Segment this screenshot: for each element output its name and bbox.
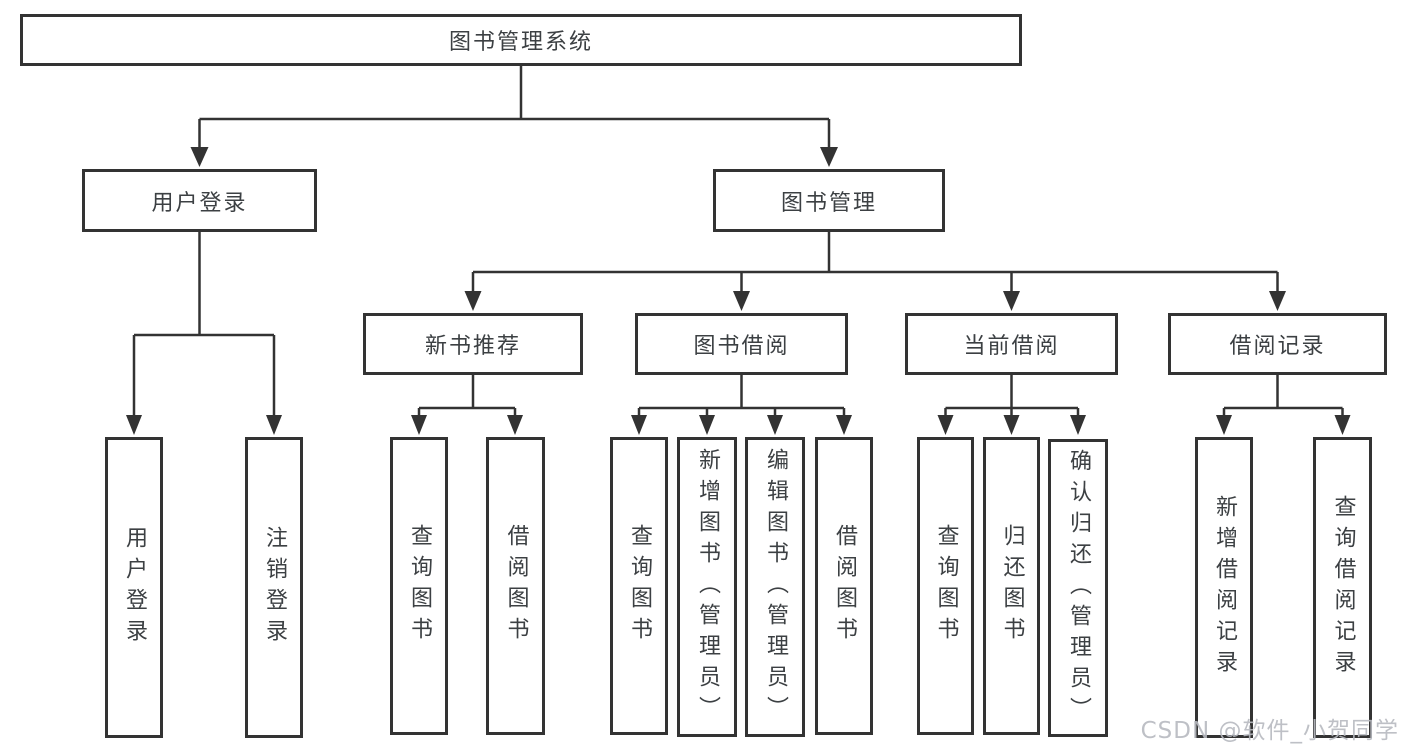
node-current-borrow: 当前借阅 (905, 313, 1118, 375)
arrowhead-down-icon (464, 291, 482, 311)
leaf-return-books: 归还图书 (983, 437, 1040, 735)
arrowhead-down-icon (767, 415, 783, 435)
leaf-confirm-return-admin: 确认归还（管理员） (1048, 439, 1108, 737)
connector-borrow-records-to-leaves (1222, 375, 1344, 418)
node-borrow-records: 借阅记录 (1168, 313, 1387, 375)
connector-root-to-level2 (198, 66, 831, 150)
arrowhead-down-icon (1216, 415, 1232, 435)
arrowhead-down-icon (1003, 291, 1020, 311)
connector-user-login-to-leaves (132, 232, 276, 418)
node-new-book-recommend: 新书推荐 (363, 313, 583, 375)
leaf-add-books-admin: 新增图书（管理员） (677, 437, 737, 737)
arrowhead-down-icon (411, 415, 427, 435)
leaf-query-books-2: 查询图书 (610, 437, 668, 735)
connector-book-mgmt-to-level3 (471, 232, 1279, 294)
node-book-borrow: 图书借阅 (635, 313, 848, 375)
leaf-borrow-books-1: 借阅图书 (486, 437, 545, 735)
leaf-user-login: 用户登录 (105, 437, 163, 738)
arrowhead-down-icon (699, 415, 715, 435)
arrowhead-down-icon (1269, 291, 1286, 311)
arrowhead-down-icon (1070, 415, 1086, 435)
arrowhead-down-icon (836, 415, 852, 435)
arrowhead-down-icon (507, 415, 523, 435)
leaf-query-books-3: 查询图书 (917, 437, 974, 735)
leaf-query-borrow-record: 查询借阅记录 (1313, 437, 1372, 738)
connector-current-borrow-to-leaves (944, 375, 1080, 418)
leaf-query-books-1: 查询图书 (390, 437, 448, 735)
connector-new-book-to-leaves (417, 375, 517, 418)
leaf-edit-books-admin: 编辑图书（管理员） (745, 437, 805, 737)
arrowhead-down-icon (190, 147, 209, 167)
node-user-login: 用户登录 (82, 169, 317, 232)
arrowhead-down-icon (126, 415, 142, 435)
arrowhead-down-icon (937, 415, 954, 435)
arrowhead-down-icon (266, 415, 282, 435)
connector-book-borrow-to-leaves (637, 375, 846, 418)
leaf-logout: 注销登录 (245, 437, 303, 738)
leaf-borrow-books-2: 借阅图书 (815, 437, 873, 735)
arrowhead-down-icon (733, 291, 750, 311)
arrowhead-down-icon (1334, 415, 1351, 435)
watermark: CSDN @软件_小贺同学 (1140, 718, 1399, 744)
arrowhead-down-icon (631, 415, 647, 435)
node-library-management-system: 图书管理系统 (20, 14, 1022, 66)
leaf-add-borrow-record: 新增借阅记录 (1195, 437, 1253, 738)
arrowhead-down-icon (820, 147, 838, 167)
arrowhead-down-icon (1003, 415, 1020, 435)
node-book-management: 图书管理 (713, 169, 945, 232)
